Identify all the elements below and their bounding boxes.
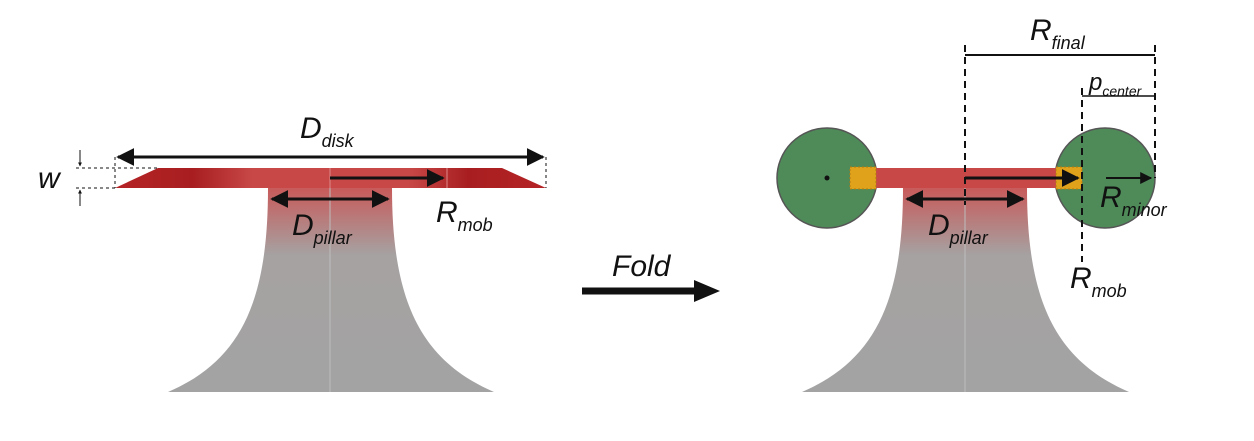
r-mob-left-label: Rmob — [436, 196, 493, 235]
left-junction-patch — [849, 166, 877, 190]
right-structure: Rfinal pcenter Rminor Dpillar Rmob — [776, 14, 1168, 392]
r-mob-right-label: Rmob — [1070, 262, 1127, 301]
left-pillar — [168, 188, 494, 392]
w-label: w — [38, 162, 62, 195]
d-pillar-left-label: Dpillar — [292, 209, 353, 248]
fold-label: Fold — [612, 250, 672, 283]
r-final-label: Rfinal — [1030, 14, 1086, 53]
r-minor-label: Rminor — [1100, 181, 1168, 220]
left-torus-center-dot — [824, 175, 830, 181]
d-pillar-right-label: Dpillar — [928, 209, 989, 248]
left-structure: Ddisk w Dpillar Rmob — [38, 112, 547, 392]
fold-transition: Fold — [582, 250, 720, 302]
fold-arrow-head — [694, 280, 720, 302]
d-disk-label: Ddisk — [300, 112, 355, 151]
p-center-label: pcenter — [1088, 69, 1143, 99]
